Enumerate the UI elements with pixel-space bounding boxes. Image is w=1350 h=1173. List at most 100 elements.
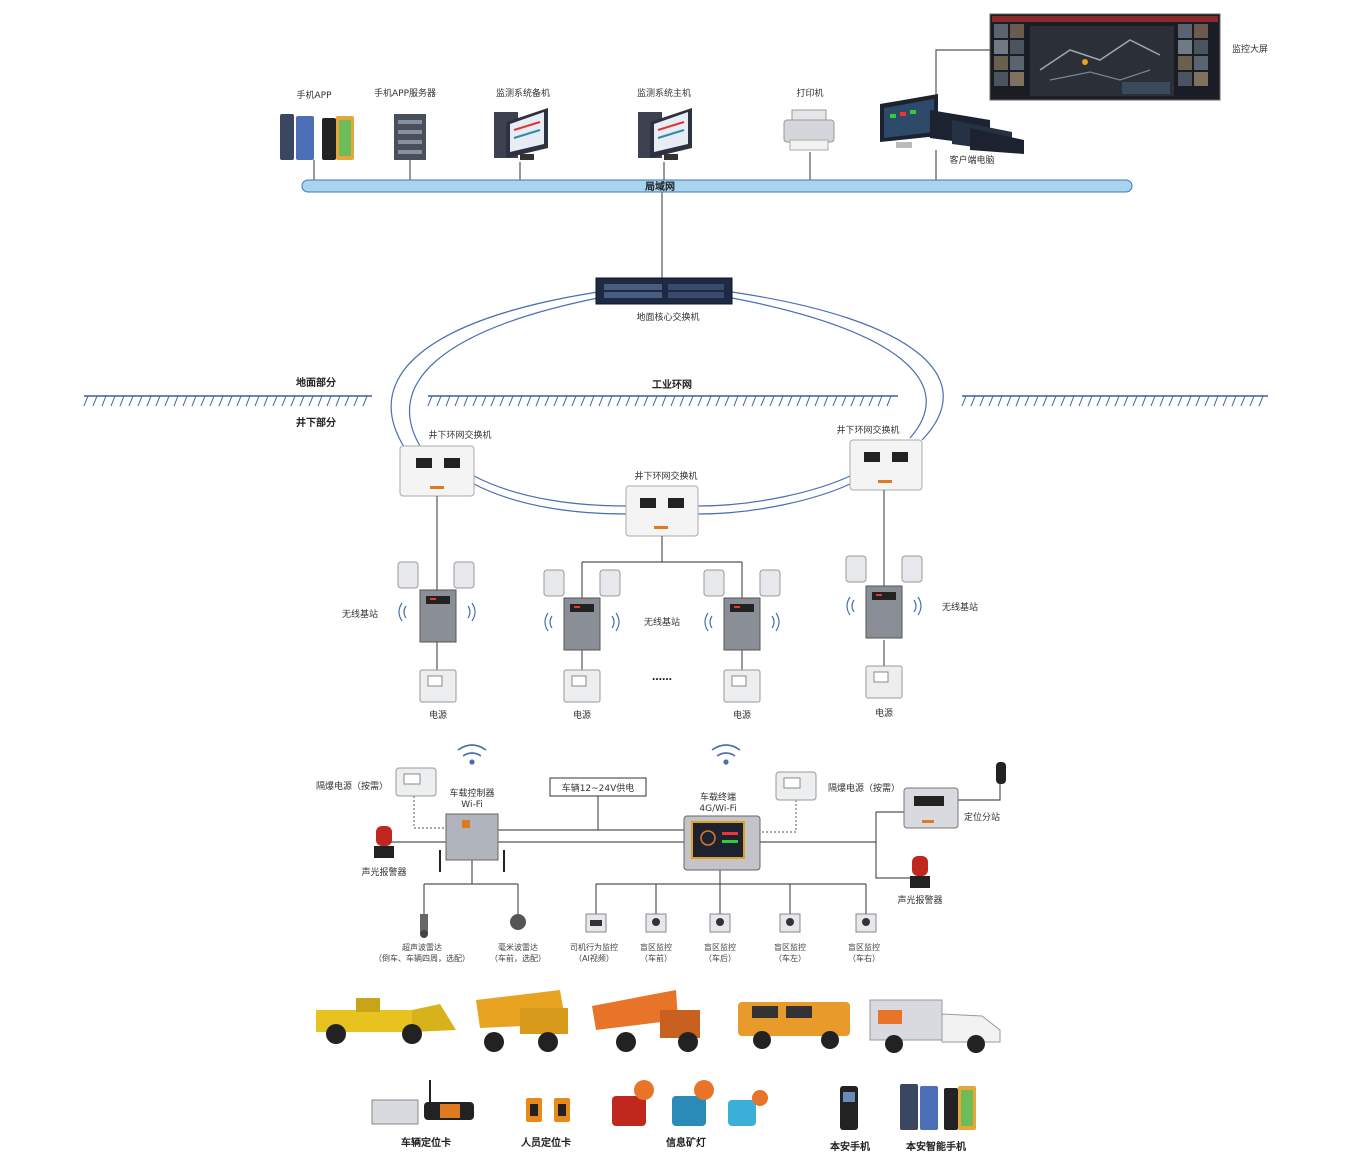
big-screen-label: 监控大屏 — [1232, 43, 1268, 55]
loader-vehicle-image — [316, 998, 456, 1044]
alarm-left-icon — [374, 826, 394, 858]
sensor-name-2: 毫米波雷达 — [498, 942, 538, 952]
alarm-right-icon — [910, 856, 930, 888]
suv-orange-image — [738, 1002, 850, 1049]
app-server-label: 手机APP服务器 — [374, 87, 436, 99]
power-box-1 — [419, 669, 457, 703]
sensor-name-7: 盲区监控 — [848, 942, 880, 952]
ground-hatch — [83, 395, 1268, 407]
base-station-3 — [703, 569, 781, 651]
printer-label: 打印机 — [796, 87, 823, 99]
ring-switch-center-label: 井下环网交换机 — [634, 470, 697, 482]
monitor-host-label: 监测系统主机 — [637, 87, 691, 99]
sensor-blind-left-icon — [779, 913, 801, 933]
cap-lamp-icon — [612, 1080, 768, 1126]
flameproof-power-left-label: 隔爆电源（按需） — [316, 780, 388, 792]
cap-lamp-label: 信息矿灯 — [666, 1136, 706, 1149]
power-box-4 — [865, 665, 903, 699]
ring-switch-right — [849, 439, 923, 491]
underground-section-label: 井下部分 — [296, 416, 336, 429]
vehicle-tag-label: 车辆定位卡 — [401, 1136, 451, 1149]
sensor-mmwave-icon — [510, 914, 526, 930]
ground-section-label: 地面部分 — [296, 376, 336, 389]
printer-icon — [783, 109, 835, 151]
phone-app-icon — [280, 114, 354, 160]
wifi-icon-left — [457, 744, 487, 765]
base-station-2 — [543, 569, 621, 651]
ring-switch-left-label: 井下环网交换机 — [428, 429, 491, 441]
core-switch-label: 地面核心交换机 — [636, 311, 699, 323]
vehicle-terminal-label: 车载终端 — [700, 791, 736, 803]
lan-label: 局域网 — [644, 180, 675, 193]
sensor-blind-rear-icon — [709, 913, 731, 933]
app-server-icon — [394, 114, 426, 160]
sensor-note-7: （车右） — [848, 953, 880, 963]
smart-phone-icon — [900, 1084, 976, 1130]
power-box-2 — [563, 669, 601, 703]
base-station-4 — [845, 555, 923, 639]
smart-phone-label: 本安智能手机 — [906, 1140, 966, 1153]
vehicle-tag-icon — [371, 1080, 474, 1125]
sensor-note-4: （车前） — [640, 953, 672, 963]
locator-substation-icon — [903, 762, 1006, 829]
top-device-lines — [313, 49, 990, 278]
flameproof-power-right-icon — [775, 771, 817, 801]
flameproof-power-left-icon — [395, 767, 437, 797]
safe-phone-icon — [840, 1086, 858, 1130]
power-box-3 — [723, 669, 761, 703]
industrial-ring-label: 工业环网 — [652, 378, 692, 391]
client-pc-icon — [880, 94, 1024, 154]
safe-phone-label: 本安手机 — [830, 1140, 870, 1153]
sensor-name-4: 盲区监控 — [640, 942, 672, 952]
sensor-note-3: （AI视频） — [574, 953, 614, 963]
base-station-label-2: 无线基站 — [644, 616, 680, 628]
flameproof-power-right-label: 隔爆电源（按需） — [828, 782, 900, 794]
core-switch-icon — [595, 277, 733, 305]
ring-switch-left — [399, 445, 475, 497]
switch-to-station-lines — [436, 490, 885, 670]
vehicle-supply-box — [549, 777, 647, 797]
person-tag-icon — [526, 1098, 570, 1122]
ellipsis-label: …… — [652, 672, 672, 683]
sensor-driver-camera-icon — [585, 913, 607, 933]
big-screen-icon — [989, 13, 1221, 101]
client-pc-label: 客户端电脑 — [949, 154, 994, 166]
ring-switch-center — [625, 485, 699, 537]
base-station-label-3: 无线基站 — [942, 601, 978, 613]
power-label-4: 电源 — [875, 707, 893, 719]
monitor-standby-icon — [494, 108, 548, 160]
vehicle-terminal-sub: 4G/Wi-Fi — [699, 804, 736, 814]
sensor-blind-front-icon — [645, 913, 667, 933]
sensor-name-6: 盲区监控 — [774, 942, 806, 952]
sensor-note-6: （车左） — [774, 953, 806, 963]
ring-switch-right-label: 井下环网交换机 — [836, 424, 899, 436]
vehicle-lines — [384, 784, 1001, 914]
locator-substation-label: 定位分站 — [964, 811, 1000, 823]
vehicle-controller-sub: Wi-Fi — [461, 800, 482, 810]
pickup-truck-image — [869, 999, 1001, 1053]
sensor-ultrasonic-icon — [420, 914, 428, 938]
ring-lines — [390, 291, 944, 515]
phone-app-label: 手机APP — [296, 89, 332, 101]
lan-bar — [301, 179, 1133, 193]
sensor-name-3: 司机行为监控 — [570, 942, 618, 952]
base-station-label-1: 无线基站 — [342, 608, 378, 620]
sensor-name-5: 盲区监控 — [704, 942, 736, 952]
alarm-left-label: 声光报警器 — [361, 866, 406, 878]
sensor-name-1: 超声波雷达 — [402, 942, 442, 952]
sensor-blind-right-icon — [855, 913, 877, 933]
person-tag-label: 人员定位卡 — [521, 1136, 571, 1149]
power-label-1: 电源 — [429, 709, 447, 721]
monitor-standby-label: 监测系统备机 — [496, 87, 550, 99]
dump-truck-orange-image — [592, 990, 700, 1052]
dump-truck-yellow-image — [476, 990, 568, 1052]
vehicle-controller-label: 车载控制器 — [449, 787, 494, 799]
vehicle-controller-icon — [439, 813, 505, 872]
sensor-note-2: （车前，选配） — [490, 953, 546, 963]
signal-arcs — [398, 596, 922, 632]
base-station-1 — [397, 561, 475, 643]
monitor-host-icon — [638, 108, 692, 160]
sensor-note-5: （车后） — [704, 953, 736, 963]
sensor-note-1: （倒车、车辆四周，选配） — [374, 953, 470, 963]
